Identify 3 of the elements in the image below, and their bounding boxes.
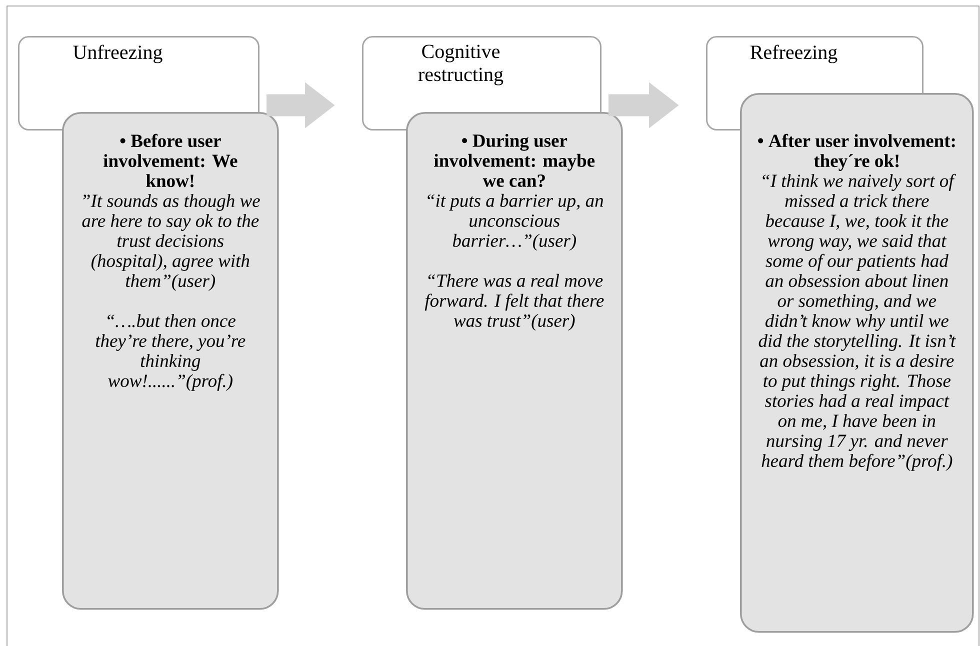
- quote-box: • After user involvement: they´re ok! “I think we naively sort of missed a trick there because I, we, took it the wrong way, we said that some of our patients had an obsession about linen or something, and we didn’t know why until we did the storytelling. It isn’t an obsession, it is a desire to put things right. Those stories had a real impact on me, I have been in nursing 17 yr. and never heard them before”(prof.): [740, 93, 974, 633]
- quote-box: • Before user involvement: We know! ”It sounds as though we are here to say ok to the trust decisions (hospital), agree with them”(user) “….but then once they’re there, you’re thinking wow!......”(prof.): [62, 112, 279, 610]
- quote-box: • During user involvement: maybe we can? “it puts a barrier up, an unconscious barrier…”(user) “There was a real move forward. I felt that there was trust”(user): [406, 112, 623, 610]
